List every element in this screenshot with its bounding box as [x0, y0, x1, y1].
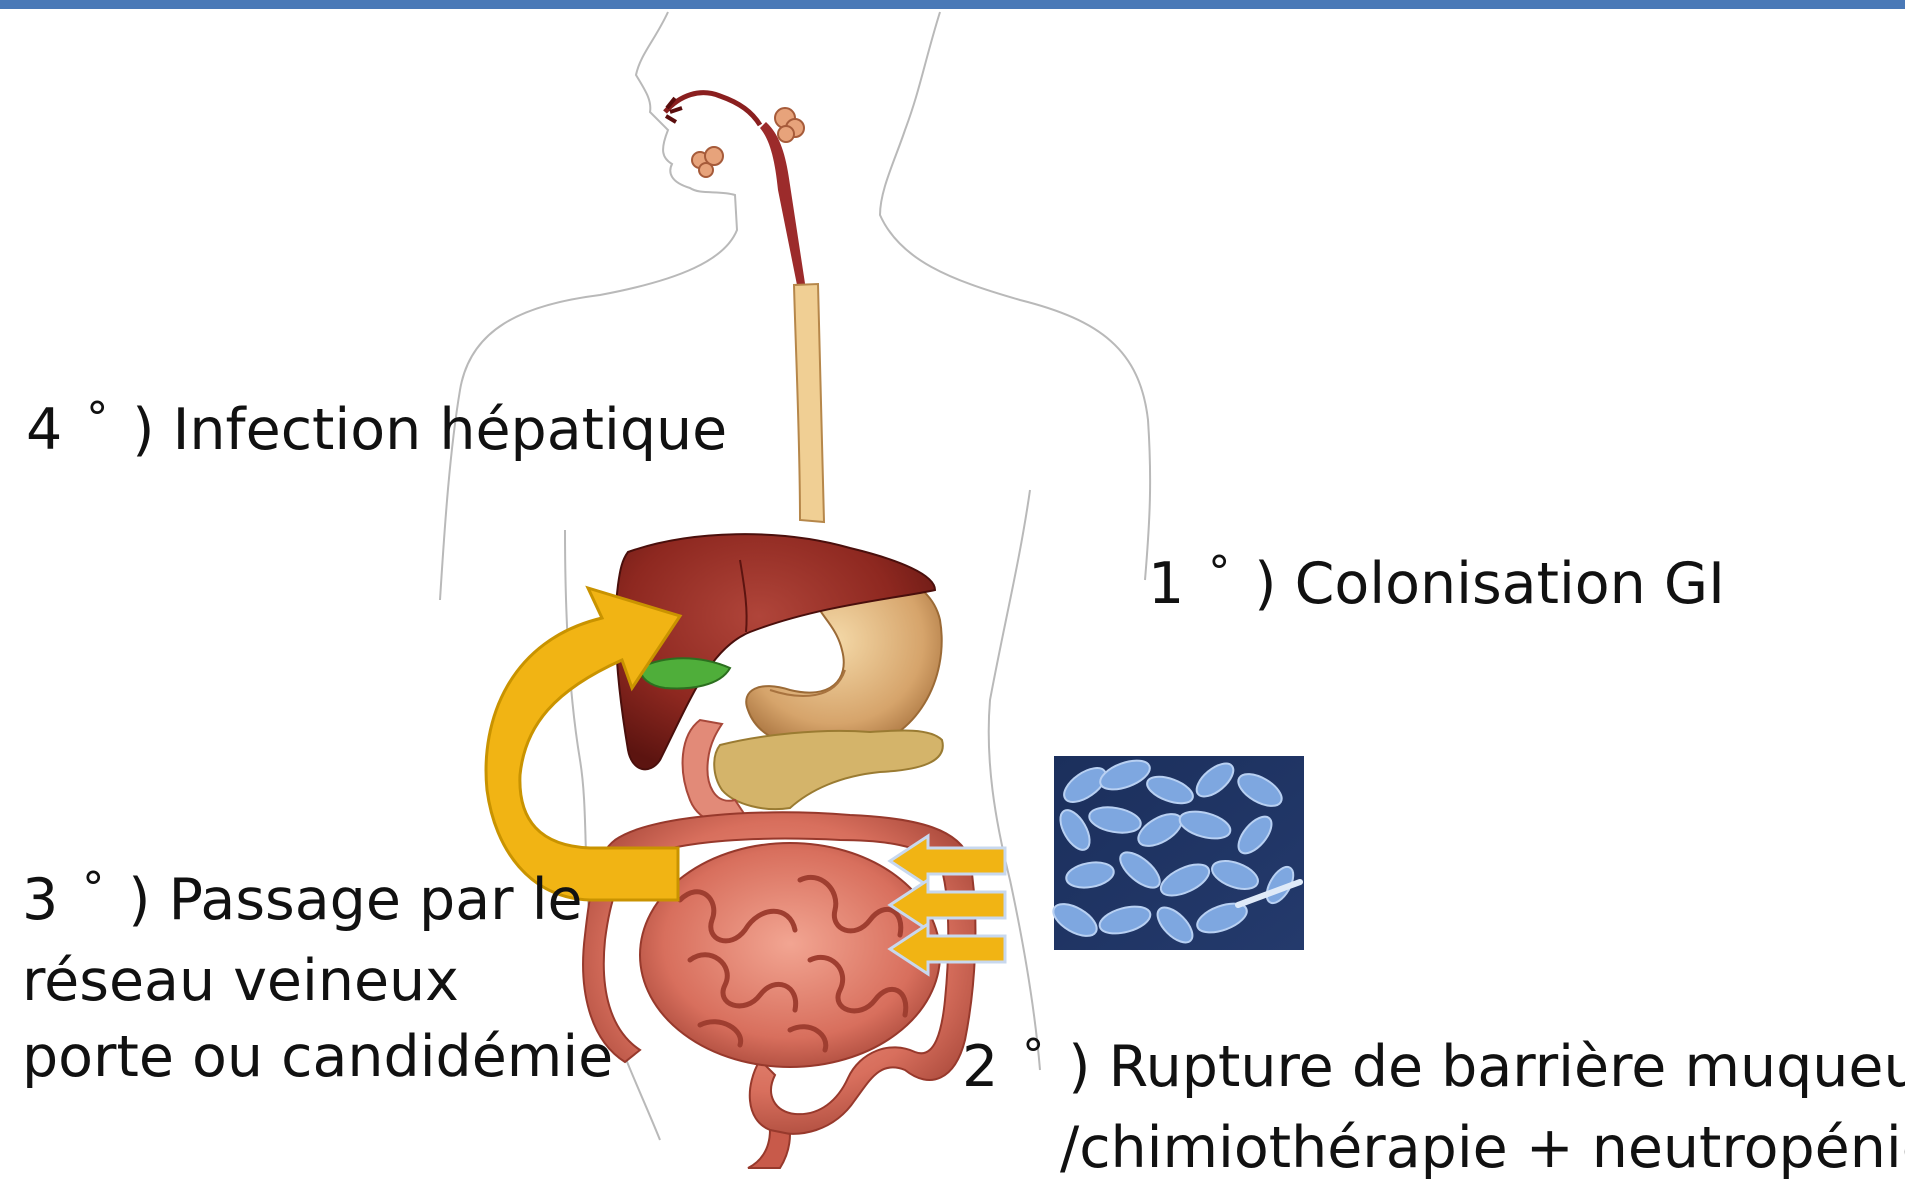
degree-symbol: °	[58, 851, 128, 927]
degree-symbol: °	[998, 1018, 1068, 1094]
degree-symbol: °	[62, 381, 132, 457]
step-1-number: 1	[1148, 551, 1184, 617]
step-3-line-3: porte ou candidémie	[22, 1019, 613, 1095]
step-4-text: ) Infection hépatique	[132, 397, 727, 463]
step-1-label: 1°) Colonisation GI	[1148, 546, 1725, 627]
step-3-label: 3°) Passage par le réseau veineux porte …	[22, 862, 613, 1095]
step-2-line-1: 2°) Rupture de barrière muqueuse	[962, 1029, 1905, 1110]
step-2-label: 2°) Rupture de barrière muqueuse /chimio…	[962, 1029, 1905, 1186]
step-2-number: 2	[962, 1034, 998, 1100]
esophagus	[760, 122, 824, 522]
small-intestine	[640, 843, 940, 1067]
candida-micrograph	[1048, 755, 1304, 950]
degree-symbol: °	[1184, 535, 1254, 611]
step-3-number: 3	[22, 867, 58, 933]
step-2-text: ) Rupture de barrière muqueuse	[1068, 1034, 1905, 1100]
step-1-text: ) Colonisation GI	[1254, 551, 1725, 617]
step-3-line-2: réseau veineux	[22, 943, 613, 1019]
step-4-label: 4°) Infection hépatique	[26, 392, 727, 473]
step-4-number: 4	[26, 397, 62, 463]
pancreas	[714, 730, 943, 809]
step-3-text: ) Passage par le	[128, 867, 582, 933]
step-2-line-2: /chimiothérapie + neutropénie	[962, 1110, 1905, 1186]
gallbladder	[640, 658, 730, 688]
step-3-line-1: 3°) Passage par le	[22, 862, 613, 943]
arrows-to-intestine	[890, 836, 1005, 974]
